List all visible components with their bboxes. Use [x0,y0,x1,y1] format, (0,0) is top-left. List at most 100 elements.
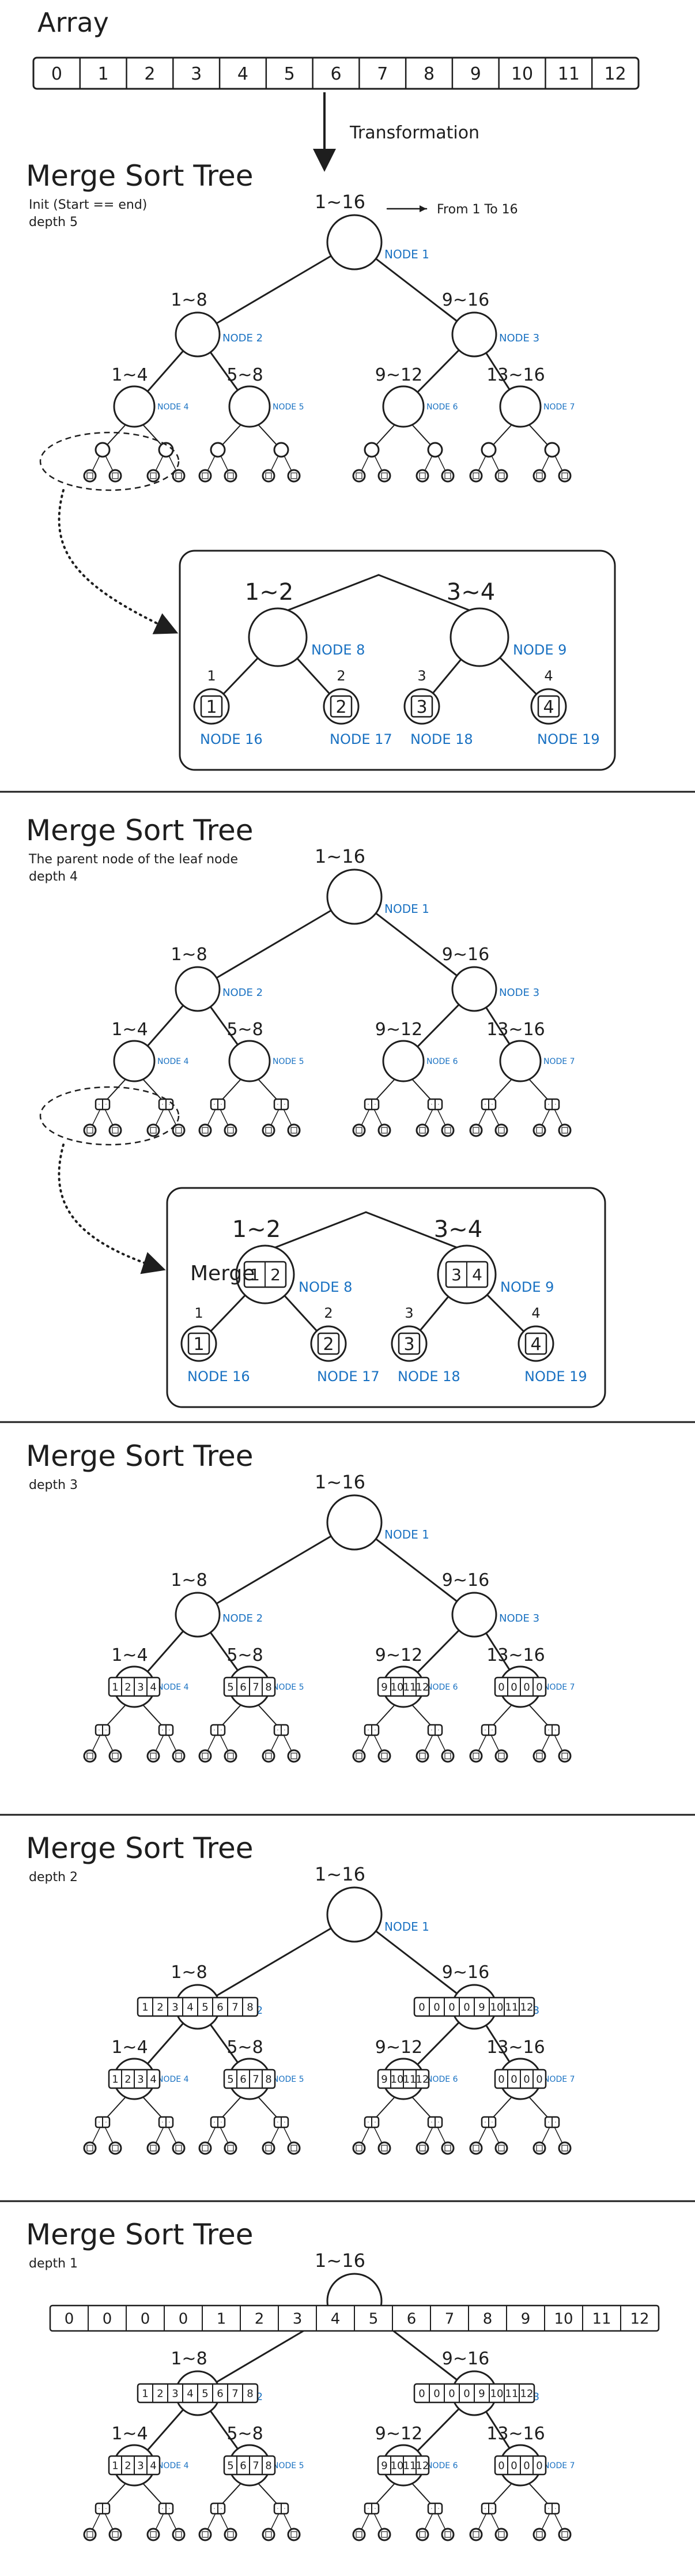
leaf-value-box [561,1753,568,1759]
leaf-node [108,2141,122,2155]
leaf-value: 2 [323,1334,334,1355]
array-cell-value: 9 [381,2073,387,2085]
level4-merged-array: ·· [210,1098,226,1111]
leaf-value-box [498,472,505,479]
array-cell-value: 12 [630,2310,649,2327]
leaf-value-box [536,2145,543,2152]
array-cell-value: 3 [191,64,202,84]
node-label: NODE 2 [222,987,263,999]
level4-merged-array: ·· [544,2502,560,2515]
array-cell-value: · [284,2506,285,2513]
array-cell-value: 0 [179,2310,188,2327]
node-label: NODE 4 [157,2461,189,2470]
range-label: 13~16 [486,2424,545,2444]
array-cell-value: 11 [558,64,580,84]
leaf-value-box [202,472,209,479]
array-cell-value: 7 [252,1681,259,1693]
leaf-value: 4 [530,1334,541,1355]
array-cell-value: 0 [448,2387,455,2400]
array-cell-value: 4 [150,2460,156,2472]
level4-merged-array: ·· [427,1098,443,1111]
array-title: Array [37,7,109,38]
leaf-value-box [537,695,560,718]
array-cell-value: 6 [217,2387,223,2400]
array-cell-value: 6 [240,2073,246,2085]
array-cell-value: 9 [478,2001,485,2013]
array-cell-value: 0 [511,2073,517,2085]
array-cell-value: 0 [65,2310,74,2327]
level4-merged-array: ·· [158,2502,174,2515]
leaf-value-box [202,1753,209,1759]
array-cell-value: 5 [202,2387,208,2400]
leaf-value-box [150,2145,157,2152]
array-cell-value: 4 [237,64,248,84]
array-cell-value: 0 [511,1681,517,1693]
array-cell-value: · [105,1102,107,1108]
node-label: NODE 5 [273,403,304,412]
array-cell-value: 0 [523,2460,530,2472]
range-label: 9~16 [442,945,489,965]
leaf-node [352,2141,366,2155]
leaf-node [416,469,429,483]
tree-node-node-6 [499,1040,542,1082]
array-cell-value: 3 [137,1681,143,1693]
leaf-node [146,1749,160,1763]
leaf-node [146,2528,160,2541]
leaf-value: 3 [416,697,427,717]
leaf-value: 2 [335,697,346,717]
leaf-node [262,2141,275,2155]
leaf-index: 2 [324,1305,333,1321]
leaf-value-box [381,1127,388,1134]
node-label: NODE 6 [426,1683,458,1692]
range-label: 9~12 [375,1645,422,1665]
array-cell-value: 1 [250,1265,260,1284]
array-cell-value: 9 [381,2460,387,2472]
leaf-node [469,1749,483,1763]
leaf-node [262,1123,275,1137]
leaf-value-box [561,2145,568,2152]
leaf-value-box [444,1127,451,1134]
array-cell-value: 0 [448,2001,455,2013]
array-cell-value: 0 [523,1681,530,1693]
leaf-value-box [536,1127,543,1134]
level4-merged-array: ·· [158,2116,174,2129]
array-cell-value: · [277,2120,278,2126]
array-cell-value: 10 [554,2310,573,2327]
leaf-node [532,2141,546,2155]
leaf-node [172,2528,186,2541]
level4-merged-array: ·· [544,1724,560,1736]
array-cell-value: 6 [240,2460,246,2472]
array-cell-value: 2 [157,2387,163,2400]
root-note-arrowhead [420,205,426,212]
merge-label: Merge [190,1262,255,1285]
zoom-leaf-19 [530,688,567,725]
leaf-value-box [290,1753,297,1759]
level4-merged-array: ·· [95,1724,111,1736]
leaf-node [108,469,122,483]
leaf-node [441,1749,455,1763]
range-label: 5~8 [226,2424,263,2444]
section-caption: depth 5 [29,215,78,230]
array-cell-value: 1 [112,2460,118,2472]
leaf-node [469,2528,483,2541]
leaf-node [108,1123,122,1137]
array-cell-value: 6 [330,64,341,84]
leaf-value-box [112,1127,119,1134]
array-cell-value: 12 [416,2073,429,2085]
tree-node-node-3 [451,1592,497,1638]
leaf-node [494,469,508,483]
array-cell-value: 2 [157,2001,163,2013]
range-label: 9~16 [442,1962,489,1983]
array-cell-value: · [367,2506,369,2513]
leaf-value-box [150,2531,157,2538]
array-cell-value: · [367,2120,369,2126]
leaf-node [377,1749,391,1763]
leaf-value-box [202,2145,209,2152]
range-label: 13~16 [486,1020,545,1040]
leaf-value-box [381,1753,388,1759]
array-cell-value: 8 [265,1681,271,1693]
